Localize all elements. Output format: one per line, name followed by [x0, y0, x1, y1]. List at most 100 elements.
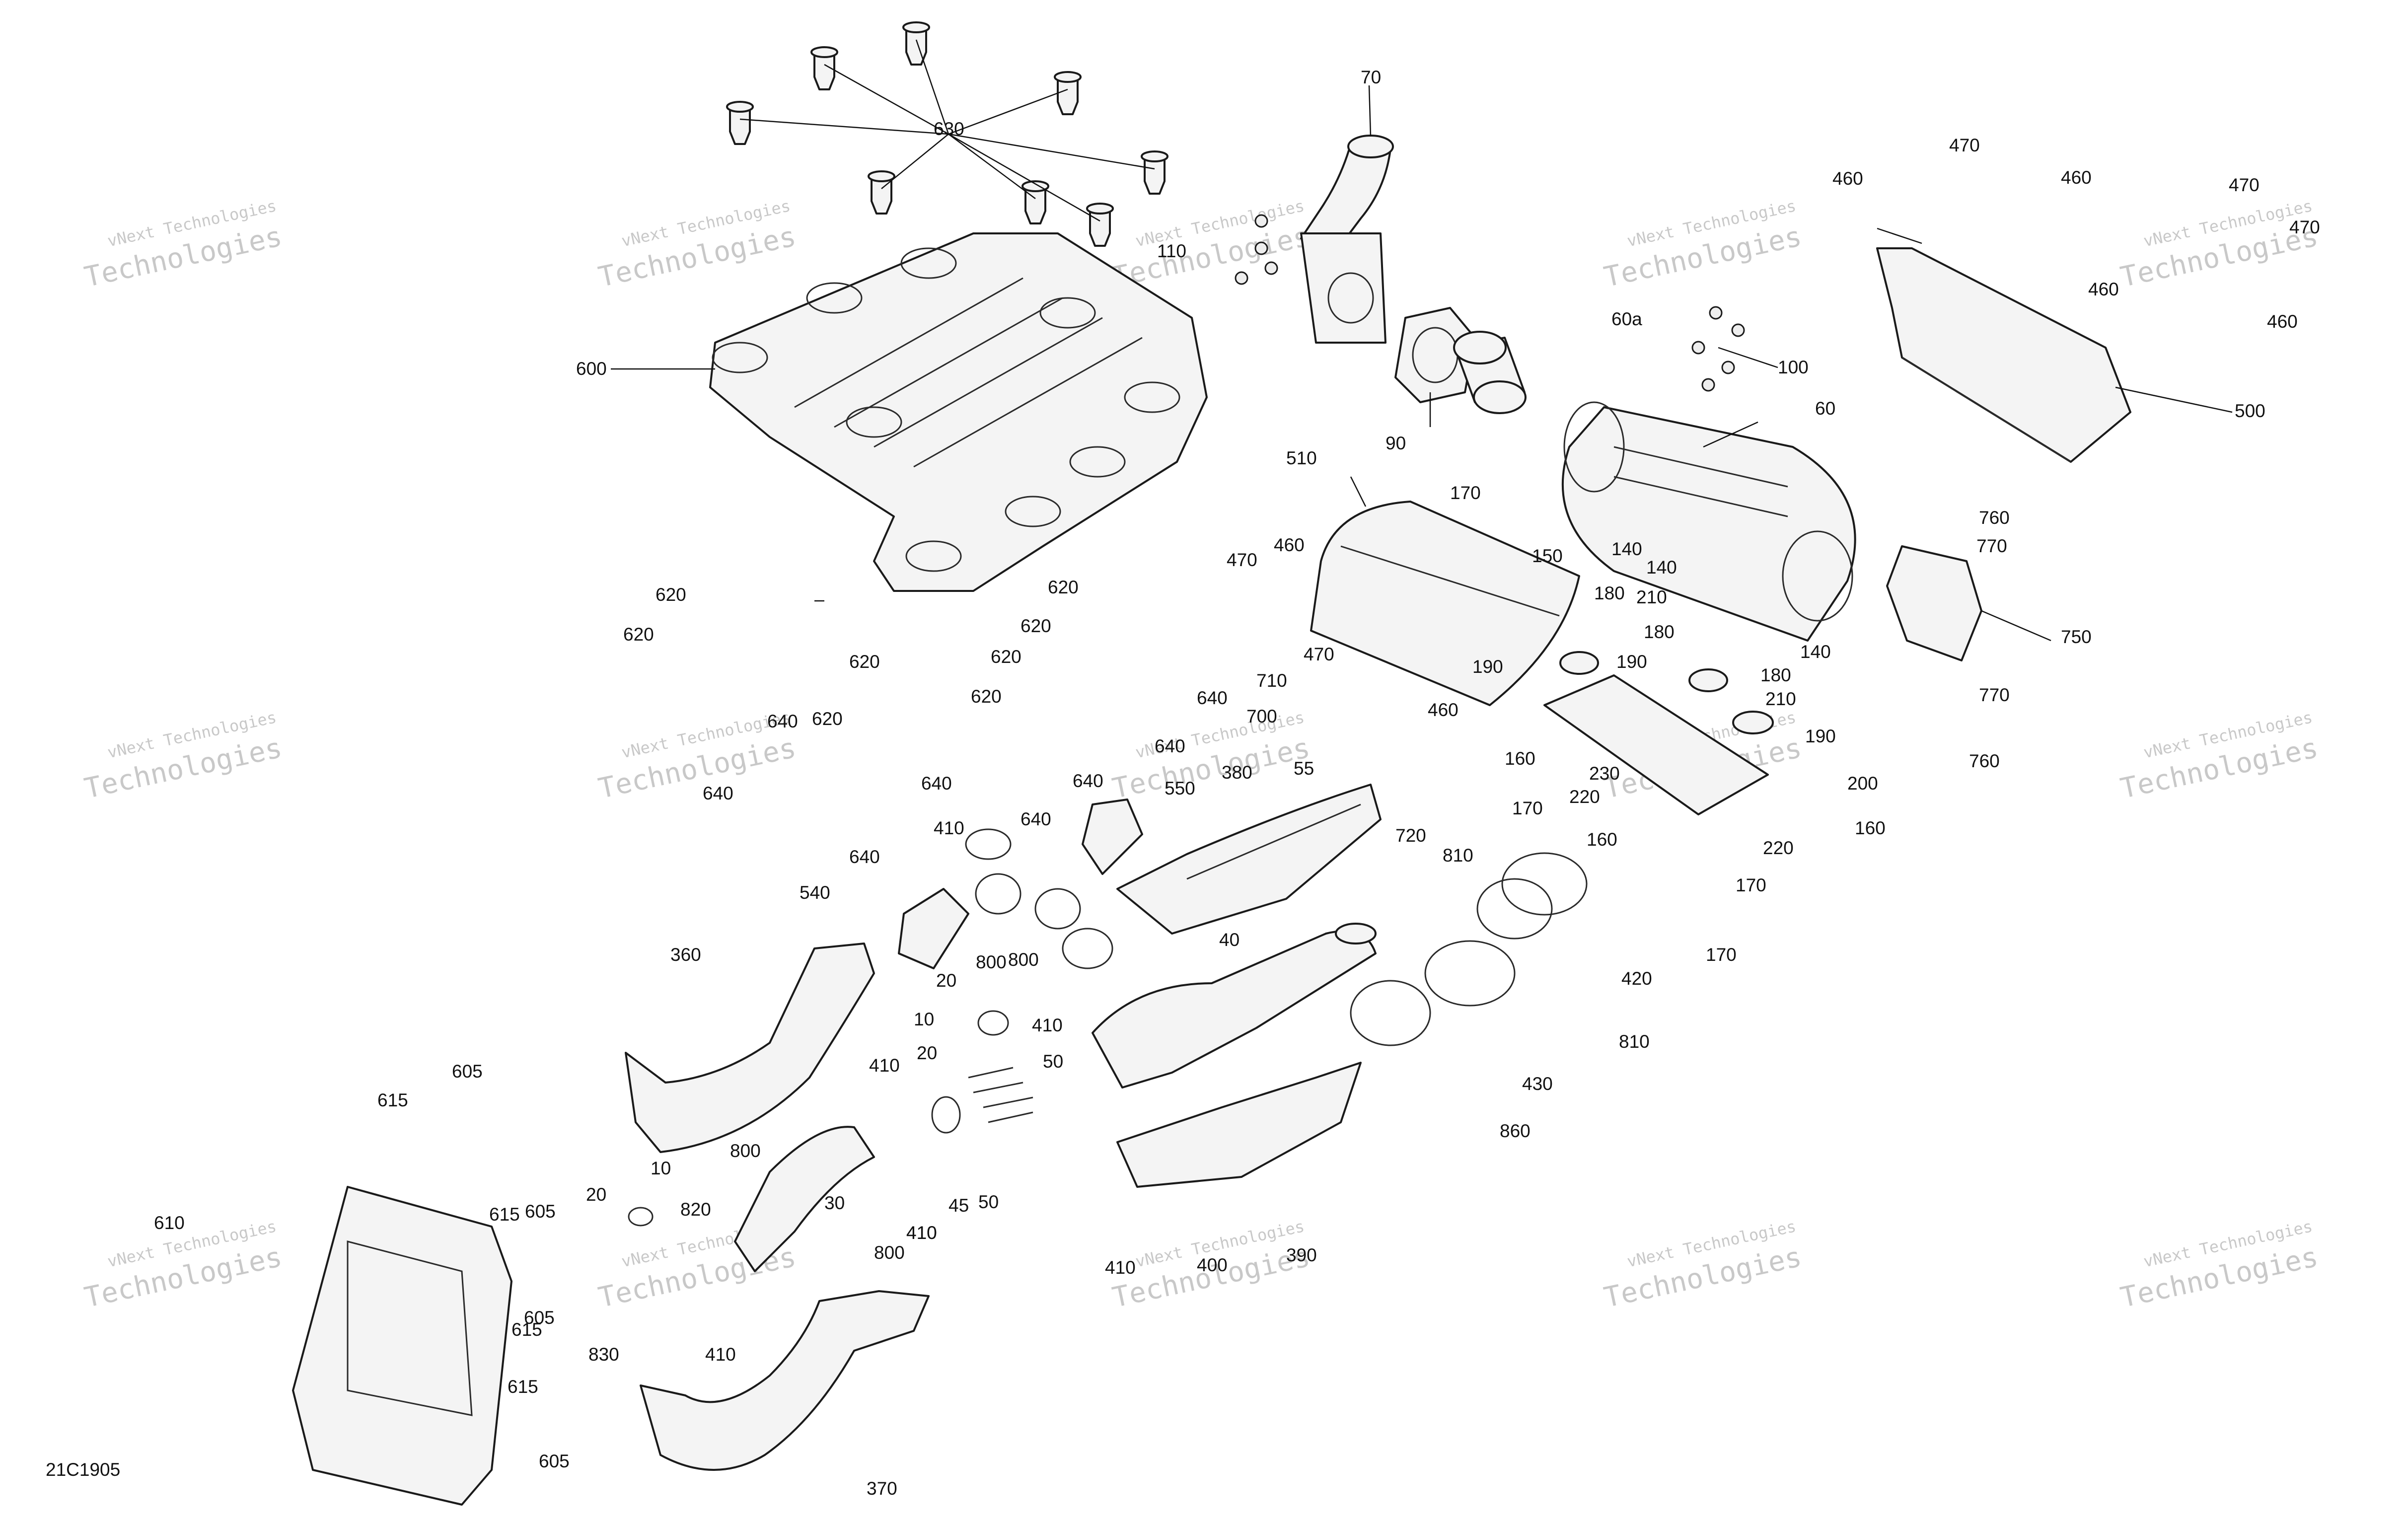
callout-label-700: 700	[1246, 706, 1277, 727]
callout-label-800b: 800	[1008, 949, 1039, 970]
callout-label-160b: 160	[1855, 818, 1886, 838]
callout-label-100: 100	[1778, 357, 1809, 377]
callout-label-200: 200	[1847, 773, 1878, 794]
plate-610	[292, 1186, 512, 1506]
callout-label-770a: 770	[1976, 536, 2007, 556]
callout-label-615d: 615	[508, 1377, 538, 1397]
header-360	[625, 943, 875, 1153]
callout-label-400: 400	[1197, 1255, 1228, 1275]
callout-label-620d: 620	[1021, 616, 1051, 636]
pipe-40	[1092, 923, 1377, 1089]
callout-label-620e: 620	[849, 652, 880, 672]
callout-label-615b: 615	[489, 1204, 520, 1225]
callout-label-140c: 140	[1800, 642, 1831, 662]
callout-label-20b: 20	[917, 1043, 937, 1063]
muffler-60	[1561, 401, 1856, 642]
callout-label-630: 630	[934, 119, 964, 139]
flex-540-550	[898, 799, 1143, 969]
callout-label-830: 830	[588, 1344, 619, 1365]
callout-label-470c: 470	[2289, 217, 2320, 237]
callout-label-30: 30	[824, 1193, 845, 1213]
skid-plate-600	[709, 232, 1208, 592]
callout-label-640e: 640	[1073, 771, 1103, 791]
callout-label-760b: 760	[1969, 751, 2000, 771]
callout-label-720: 720	[1395, 825, 1426, 846]
callout-label-640c: 640	[703, 783, 733, 803]
callout-label-420: 420	[1621, 968, 1652, 989]
callout-label-10b: 10	[651, 1158, 671, 1178]
callout-label-220b: 220	[1763, 838, 1794, 858]
callout-label-180b: 180	[1644, 622, 1675, 642]
callout-label-50b: 50	[978, 1192, 999, 1212]
callout-label-90: 90	[1386, 433, 1406, 453]
callout-label-360: 360	[670, 945, 701, 965]
callout-label-170c: 170	[1736, 875, 1766, 895]
callout-label-190b: 190	[1616, 652, 1647, 672]
header-370	[640, 1290, 930, 1471]
callout-label-600: 600	[576, 359, 607, 379]
callout-label-640a: 640	[767, 711, 798, 731]
rivet-630-group	[726, 21, 1168, 247]
callout-label-110: 110	[1157, 241, 1186, 261]
callout-label-640g: 640	[1021, 809, 1051, 829]
callout-label-750: 750	[2061, 627, 2092, 647]
callout-label-430: 430	[1522, 1074, 1553, 1094]
callout-label-20c: 20	[586, 1184, 606, 1205]
parts-layer	[292, 21, 2131, 1506]
callout-label-460f: 460	[1428, 700, 1459, 720]
callout-label-55: 55	[1294, 758, 1314, 779]
callout-label-10a: 10	[914, 1009, 934, 1029]
clamps	[1350, 852, 1588, 1046]
shell-380	[1116, 784, 1382, 935]
callout-label-150: 150	[1532, 546, 1563, 566]
callout-label-605d: 605	[539, 1451, 570, 1471]
callout-label-45: 45	[949, 1195, 969, 1216]
callout-label-380: 380	[1222, 762, 1252, 783]
callout-label-160c: 160	[1587, 829, 1617, 850]
callout-label-605b: 605	[525, 1201, 556, 1222]
callout-label-180c: 180	[1760, 665, 1791, 685]
callout-label-20a: 20	[936, 970, 956, 991]
bracket-200	[1543, 674, 1769, 815]
callout-label-50a: 50	[1043, 1051, 1063, 1072]
callout-label-710: 710	[1256, 670, 1287, 691]
callout-label-640h: 640	[849, 847, 880, 867]
leader-lines	[611, 39, 2233, 642]
callout-label-40: 40	[1219, 930, 1240, 950]
bolts-100	[1691, 306, 1745, 392]
grommets-190	[1559, 651, 1774, 734]
callout-label-860: 860	[1500, 1121, 1531, 1141]
callout-label-800c: 800	[730, 1141, 761, 1161]
callout-label-605c: 605	[524, 1308, 555, 1328]
callout-label-140b: 140	[1646, 557, 1677, 578]
gasket-90	[1394, 307, 1476, 403]
callout-label-180a: 180	[1594, 583, 1625, 603]
callout-label-190c: 190	[1805, 726, 1836, 746]
callout-label-500: 500	[2235, 401, 2265, 421]
heat-shield-500	[1876, 247, 2131, 463]
callout-label-370: 370	[867, 1478, 897, 1499]
callout-label-70: 70	[1361, 67, 1381, 87]
callout-label-760a: 760	[1979, 508, 2010, 528]
callout-label-410g: 410	[705, 1344, 736, 1365]
callout-label-190a: 190	[1472, 656, 1503, 677]
bolts-110	[1235, 214, 1278, 285]
callout-label-210a: 210	[1636, 587, 1667, 607]
callout-label-615c: 615	[511, 1319, 542, 1340]
callout-label-810b: 810	[1619, 1031, 1650, 1052]
callout-label-210b: 210	[1765, 689, 1796, 709]
callout-label-60: 60	[1815, 398, 1835, 419]
small-parts	[628, 1010, 1033, 1227]
callout-label-540: 540	[800, 882, 830, 903]
callout-label-620f: 620	[991, 647, 1022, 667]
callout-label-170a: 170	[1450, 483, 1481, 503]
